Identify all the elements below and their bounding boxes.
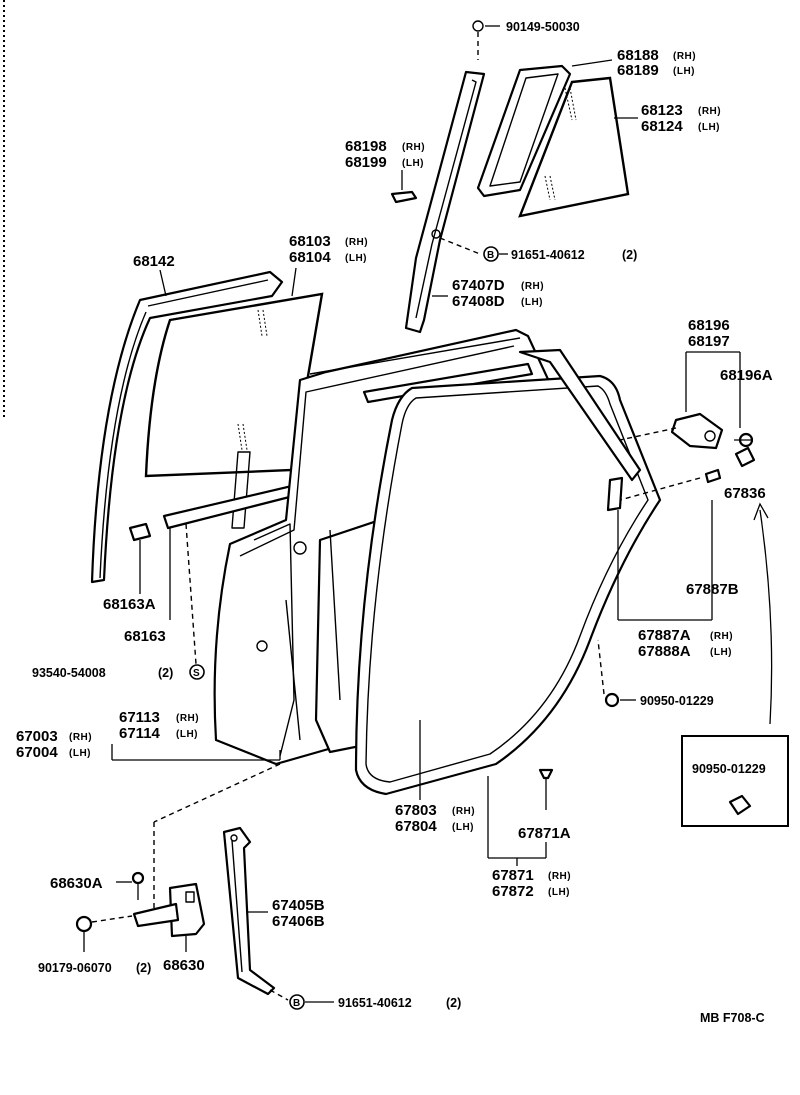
bolt-68630A (131, 871, 145, 900)
label-68104: 68104 (289, 249, 331, 266)
nut-90179-06070 (75, 915, 133, 952)
label-68630: 68630 (163, 957, 205, 974)
label-67804: 67804 (395, 818, 437, 835)
suffix-lh-67804: (LH) (452, 822, 474, 833)
hinge-68630 (132, 882, 206, 938)
label-90950-01229-box: 90950-01229 (692, 762, 766, 776)
suffix-rh-67113: (RH) (176, 713, 199, 724)
glass-run-67887A (518, 348, 642, 512)
suffix-lh-68199: (LH) (402, 158, 424, 169)
label-67406B: 67406B (272, 913, 325, 930)
label-67114: 67114 (119, 725, 161, 742)
label-68163: 68163 (124, 628, 166, 645)
svg-text:B: B (293, 998, 300, 1009)
label-68189: 68189 (617, 62, 659, 79)
label-67871A: 67871A (518, 825, 571, 842)
label-68196: 68196 (688, 317, 730, 334)
label-67003: 67003 (16, 728, 58, 745)
label-67407D: 67407D (452, 277, 505, 294)
label-67888A: 67888A (638, 643, 691, 660)
label-67405B: 67405B (272, 897, 325, 914)
handle-68196 (619, 412, 724, 450)
label-93540-54008: 93540-54008 (32, 666, 106, 680)
detail-arrow (759, 509, 773, 725)
label-68196A: 68196A (720, 367, 773, 384)
division-bar-67407D (404, 70, 486, 334)
bolt-90149-50030 (472, 20, 500, 60)
diagram-code: MB F708-C (700, 1011, 765, 1025)
label-68198: 68198 (345, 138, 387, 155)
suffix-lh-67872: (LH) (548, 887, 570, 898)
qty-91651-40612-bot: (2) (446, 996, 461, 1010)
label-68197: 68197 (688, 333, 730, 350)
bolt-b-symbol-bottom: B (289, 994, 305, 1010)
label-67836: 67836 (724, 485, 766, 502)
bolt-b-symbol-top: B (483, 246, 499, 262)
label-67871: 67871 (492, 867, 534, 884)
suffix-lh-68104: (LH) (345, 253, 367, 264)
suffix-rh-67887A: (RH) (710, 631, 733, 642)
weatherstrip-68188 (476, 64, 572, 198)
svg-text:B: B (487, 250, 494, 261)
label-68124: 68124 (641, 118, 683, 135)
suffix-lh-67888A: (LH) (710, 647, 732, 658)
label-68123: 68123 (641, 102, 683, 119)
suffix-rh-68123: (RH) (698, 106, 721, 117)
qty-90179-06070: (2) (136, 961, 151, 975)
door-glass-68103 (144, 292, 324, 529)
label-90179-06070: 90179-06070 (38, 961, 112, 975)
suffix-lh-67004: (LH) (69, 748, 91, 759)
suffix-lh-67114: (LH) (176, 729, 198, 740)
label-91651-40612-top: 91651-40612 (511, 248, 585, 262)
detail-box (681, 735, 789, 827)
screw-s-symbol: S (189, 664, 205, 680)
label-67887A: 67887A (638, 627, 691, 644)
suffix-lh-68189: (LH) (673, 66, 695, 77)
label-67004: 67004 (16, 744, 58, 761)
suffix-rh-67871: (RH) (548, 871, 571, 882)
qty-93540-54008: (2) (158, 666, 173, 680)
suffix-lh-67408D: (LH) (521, 297, 543, 308)
label-68163A: 68163A (103, 596, 156, 613)
suffix-lh-68124: (LH) (698, 122, 720, 133)
label-67872: 67872 (492, 883, 534, 900)
label-67803: 67803 (395, 802, 437, 819)
suffix-rh-68188: (RH) (673, 51, 696, 62)
suffix-rh-67407D: (RH) (521, 281, 544, 292)
label-68142: 68142 (133, 253, 175, 270)
label-68188: 68188 (617, 47, 659, 64)
label-91651-40612-bot: 91651-40612 (338, 996, 412, 1010)
clip-90950-01229 (597, 639, 620, 708)
label-68103: 68103 (289, 233, 331, 250)
label-90149-50030: 90149-50030 (506, 20, 580, 34)
weatherstrip-67871 (354, 374, 662, 796)
label-67113: 67113 (119, 709, 160, 726)
screw-67887B (619, 468, 722, 501)
svg-text:S: S (193, 668, 200, 679)
clip-68196A (734, 432, 754, 448)
suffix-rh-68103: (RH) (345, 237, 368, 248)
label-67887B: 67887B (686, 581, 739, 598)
clip-67836 (734, 446, 756, 468)
clip-67871A (538, 768, 554, 810)
label-68630A: 68630A (50, 875, 103, 892)
run-channel-68142 (90, 270, 284, 584)
suffix-rh-67003: (RH) (69, 732, 92, 743)
label-90950-01229: 90950-01229 (640, 694, 714, 708)
clip-68198 (390, 170, 418, 204)
quarter-glass-68123 (518, 76, 630, 218)
qty-91651-40612-top: (2) (622, 248, 637, 262)
label-67408D: 67408D (452, 293, 505, 310)
label-68199: 68199 (345, 154, 387, 171)
check-arm-67405B (222, 826, 276, 996)
suffix-rh-68198: (RH) (402, 142, 425, 153)
suffix-rh-67803: (RH) (452, 806, 475, 817)
